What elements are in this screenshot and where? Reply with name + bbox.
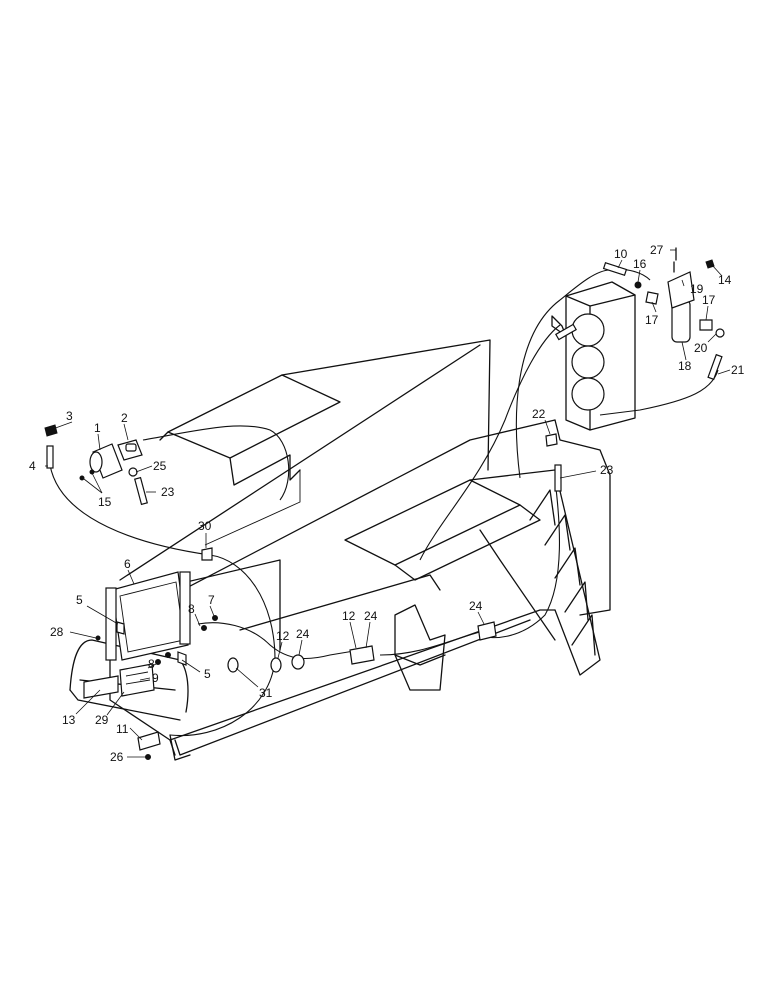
oil-filter [667, 261, 695, 343]
motor-assembly [89, 439, 143, 479]
callout-12-mid: 12 [342, 609, 356, 623]
callout-30: 30 [198, 519, 212, 533]
callout-26: 26 [110, 750, 124, 764]
callout-22: 22 [532, 407, 546, 421]
callout-6: 6 [124, 557, 131, 571]
callout-12-left: 12 [276, 629, 290, 643]
callout-19: 19 [690, 282, 704, 296]
callout-16: 16 [633, 257, 647, 271]
callout-21: 21 [731, 363, 745, 377]
callout-2: 2 [121, 411, 128, 425]
callout-28: 28 [50, 625, 64, 639]
leader-lines [45, 249, 731, 758]
callout-11: 11 [116, 722, 129, 736]
callout-7: 7 [208, 593, 215, 607]
callout-24-right: 24 [469, 599, 483, 613]
callout-labels: 3 4 1 2 25 23 15 30 6 5 7 8 28 8 5 9 13 … [29, 243, 745, 764]
callout-17-left: 17 [645, 313, 659, 327]
machine-frame [69, 339, 611, 761]
callout-5-bottom: 5 [204, 667, 211, 681]
callout-14: 14 [718, 273, 732, 287]
callout-27: 27 [650, 243, 664, 257]
callout-8-bottom: 8 [148, 657, 155, 671]
callout-24-mid: 24 [364, 609, 378, 623]
callout-18: 18 [678, 359, 692, 373]
callout-17-right: 17 [702, 293, 716, 307]
radiator-cooler [565, 281, 636, 431]
callout-1: 1 [94, 421, 101, 435]
callout-20: 20 [694, 341, 708, 355]
callout-5-top: 5 [76, 593, 83, 607]
callout-3: 3 [66, 409, 73, 423]
callout-15: 15 [98, 495, 112, 509]
callout-13: 13 [62, 713, 76, 727]
callout-31: 31 [259, 686, 273, 700]
callout-10: 10 [614, 247, 628, 261]
callout-29: 29 [95, 713, 109, 727]
callout-23-right: 23 [600, 463, 614, 477]
callout-23-left: 23 [161, 485, 175, 499]
callout-9: 9 [152, 671, 159, 685]
hydraulic-hoses [49, 268, 719, 737]
callout-24-left: 24 [296, 627, 310, 641]
oil-cooler [105, 571, 191, 661]
callout-4: 4 [29, 459, 36, 473]
callout-25: 25 [153, 459, 167, 473]
callout-8-top: 8 [188, 602, 195, 616]
hardware-items [44, 247, 725, 760]
